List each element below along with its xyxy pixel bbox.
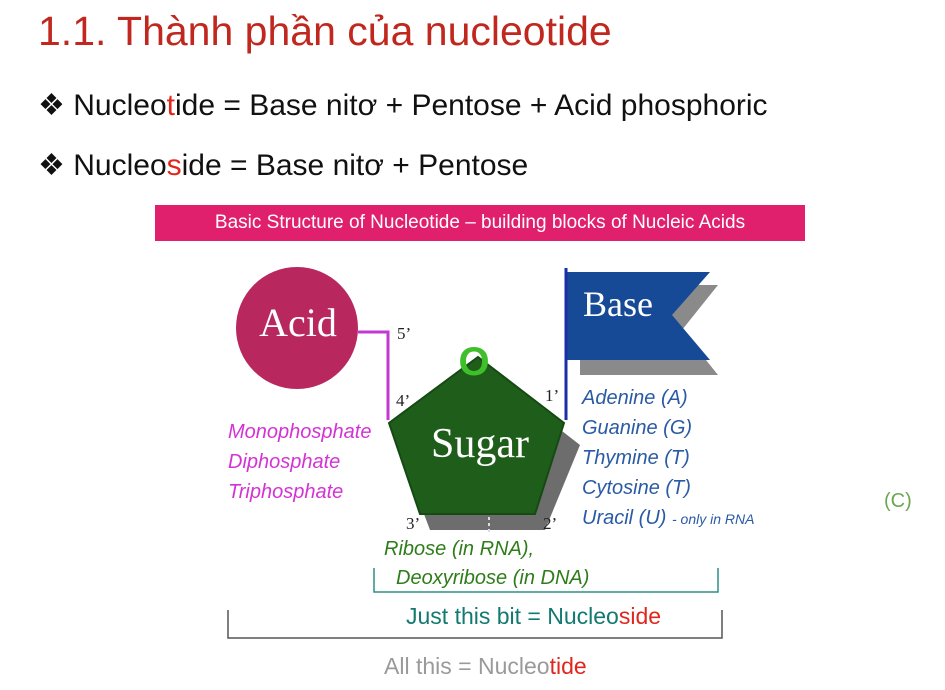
- bullet-nucleoside: ❖ Nucleoside = Base nitơ + Pentose: [38, 148, 528, 183]
- bullet-text-post: ide = Base nitơ + Pentose: [181, 149, 529, 182]
- list-item: Uracil (U) - only in RNA: [582, 503, 754, 534]
- sugar-list: Ribose (in RNA), Deoxyribose (in DNA): [384, 535, 589, 593]
- base-list: Adenine (A) Guanine (G) Thymine (T) Cyto…: [582, 383, 754, 534]
- diagram-banner: Basic Structure of Nucleotide – building…: [155, 205, 805, 241]
- list-item: Thymine (T): [582, 447, 690, 469]
- nucleotide-caption-text: All this = Nucleo: [384, 653, 550, 679]
- nucleoside-caption-highlight: side: [618, 603, 662, 629]
- sugar-pentagon: [387, 355, 566, 515]
- oxygen-label: O: [458, 340, 489, 384]
- bullet-text-highlight: t: [166, 89, 175, 122]
- bullet-symbol: ❖: [38, 149, 65, 182]
- carbon-label-1: 1’: [545, 386, 559, 405]
- nucleoside-caption: Just this bit = Nucleoside: [406, 603, 661, 630]
- base-uracil: Uracil (U): [582, 507, 667, 529]
- bullet-nucleotide: ❖ Nucleotide = Base nitơ + Pentose + Aci…: [38, 88, 768, 123]
- figure-label: (C): [884, 490, 912, 512]
- bullet-symbol: ❖: [38, 89, 65, 122]
- list-item: Guanine (G): [582, 417, 693, 439]
- list-item: Ribose (in RNA),: [384, 538, 535, 560]
- carbon-label-2: 2’: [543, 514, 557, 533]
- bullet-text-pre: Nucleo: [73, 89, 167, 122]
- bullet-text-pre: Nucleo: [73, 149, 167, 182]
- list-item: Triphosphate: [228, 481, 344, 503]
- nucleotide-caption-highlight: tide: [549, 653, 587, 679]
- nucleoside-caption-text: Just this bit = Nucleo: [406, 603, 619, 629]
- bullet-text-highlight: s: [166, 149, 182, 182]
- acid-circle: [236, 267, 358, 389]
- nucleotide-bracket: [227, 610, 723, 639]
- page-title: 1.1. Thành phần của nucleotide: [38, 8, 612, 54]
- list-item: Adenine (A): [582, 387, 688, 409]
- nucleoside-bracket: [373, 568, 719, 593]
- phosphate-list: Monophosphate Diphosphate Triphosphate: [228, 417, 371, 507]
- uracil-note: - only in RNA: [672, 511, 755, 527]
- base-flag: [566, 272, 710, 360]
- list-item: Cytosine (T): [582, 477, 691, 499]
- phosphate-bond-line: [358, 330, 390, 420]
- carbon-label-4: 4’: [396, 391, 410, 410]
- base-label: Base: [583, 284, 653, 324]
- sugar-label: Sugar: [431, 421, 529, 467]
- nucleotide-caption: All this = Nucleotide: [384, 653, 587, 680]
- list-item: Diphosphate: [228, 451, 341, 473]
- bullet-text-post: ide = Base nitơ + Pentose + Acid phospho…: [174, 89, 768, 122]
- list-item: Monophosphate: [228, 421, 372, 443]
- carbon-label-5: 5’: [397, 324, 411, 343]
- carbon-label-3: 3’: [406, 514, 420, 533]
- acid-label: Acid: [259, 300, 337, 345]
- list-item: Deoxyribose (in DNA): [396, 567, 590, 589]
